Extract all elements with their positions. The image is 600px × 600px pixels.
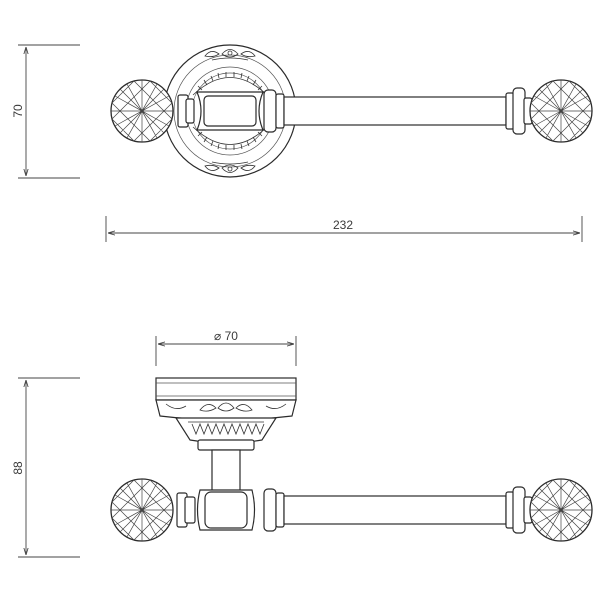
side-view: ⌀ 70 88 bbox=[11, 329, 593, 558]
top-ornament bbox=[204, 49, 256, 61]
top-view: 70 bbox=[11, 44, 593, 242]
dimension-label-88: 88 bbox=[11, 461, 25, 475]
dimension-70-vertical: 70 bbox=[11, 44, 80, 179]
wall-plate bbox=[155, 377, 297, 451]
dimension-label-232: 232 bbox=[333, 218, 353, 232]
side-holder-bar bbox=[196, 478, 593, 542]
bottom-ornament bbox=[204, 161, 256, 173]
dimension-label-70: 70 bbox=[11, 104, 25, 118]
holder-bar bbox=[263, 79, 593, 143]
side-left-crystal-knob bbox=[110, 478, 196, 542]
center-post bbox=[196, 91, 264, 131]
dimension-label-diameter: ⌀ 70 bbox=[214, 329, 238, 343]
dimension-232-horizontal: 232 bbox=[105, 216, 583, 242]
dimension-88-vertical: 88 bbox=[11, 377, 80, 558]
left-crystal-knob bbox=[110, 79, 195, 143]
dimension-diameter-70: ⌀ 70 bbox=[155, 329, 297, 366]
